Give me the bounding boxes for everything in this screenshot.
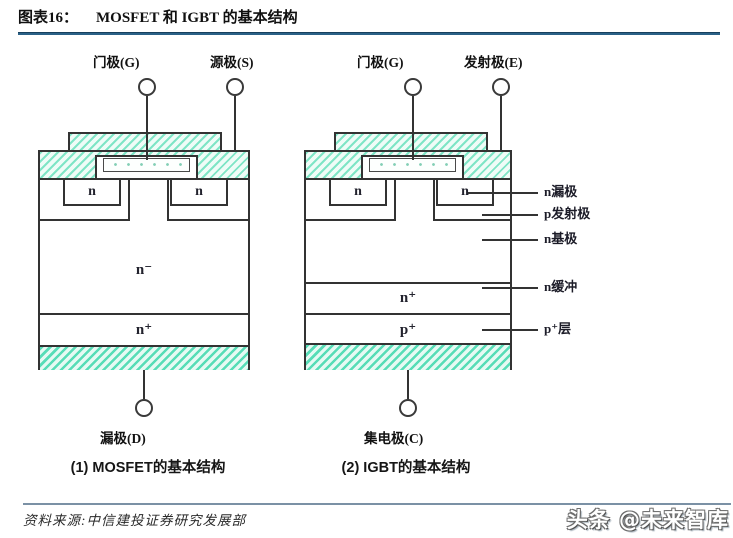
igbt-gate-wire bbox=[412, 96, 414, 158]
mosfet-nplus-top-line bbox=[40, 313, 248, 315]
mosfet-source-terminal-circle bbox=[226, 78, 244, 96]
footer-rule bbox=[23, 503, 731, 505]
annotation-p-plus-layer: p⁺层 bbox=[544, 321, 572, 336]
igbt-gate-terminal-circle bbox=[404, 78, 422, 96]
mosfet-pwell-left-bottom bbox=[40, 219, 130, 221]
mosfet-drain-metal bbox=[40, 345, 248, 370]
igbt-n-right-label: n bbox=[461, 184, 469, 199]
mosfet-source-wire bbox=[234, 96, 236, 152]
igbt-pwell-right-wall bbox=[433, 180, 435, 219]
igbt-pwell-left-bottom bbox=[306, 219, 396, 221]
annotation-n-buffer: n缓冲 bbox=[544, 279, 578, 294]
mosfet-drain-terminal-circle bbox=[135, 399, 153, 417]
mosfet-n-source-region-left: n bbox=[63, 178, 121, 206]
igbt-collector-wire bbox=[407, 370, 409, 399]
igbt-die-body bbox=[304, 178, 512, 370]
mosfet-gate-wire bbox=[146, 96, 148, 158]
title-rule bbox=[18, 32, 720, 35]
igbt-emitter-terminal-circle bbox=[492, 78, 510, 96]
igbt-n-left-label: n bbox=[354, 184, 362, 199]
igbt-collector-terminal-circle bbox=[399, 399, 417, 417]
igbt-pwell-right-bottom bbox=[433, 219, 510, 221]
leader-line-p-plus-layer bbox=[482, 329, 538, 331]
mosfet-die-body bbox=[38, 178, 250, 370]
igbt-collector-terminal-label: 集电极(C) bbox=[364, 431, 424, 446]
mosfet-source-terminal-label: 源极(S) bbox=[210, 55, 254, 70]
igbt-collector-metal bbox=[306, 343, 510, 370]
toutiao-watermark: 头条 @未来智库 bbox=[566, 508, 729, 532]
leader-line-p-emitter bbox=[482, 214, 538, 216]
figure-number: 图表16： bbox=[18, 10, 79, 26]
figure-title: MOSFET 和 IGBT 的基本结构 bbox=[96, 10, 298, 26]
mosfet-n-plus-label: n⁺ bbox=[135, 322, 153, 338]
igbt-emitter-wire bbox=[500, 96, 502, 152]
igbt-nbuffer-top-line bbox=[306, 282, 510, 284]
igbt-gate-terminal-label: 门极(G) bbox=[357, 55, 404, 70]
mosfet-gate-terminal-circle bbox=[138, 78, 156, 96]
annotation-p-emitter: p发射极 bbox=[544, 206, 591, 221]
igbt-caption: (2) IGBT的基本结构 bbox=[341, 460, 471, 476]
mosfet-caption: (1) MOSFET的基本结构 bbox=[70, 460, 226, 476]
mosfet-n-right-label: n bbox=[195, 184, 203, 199]
mosfet-gate-terminal-label: 门极(G) bbox=[93, 55, 140, 70]
igbt-pplus-top-line bbox=[306, 313, 510, 315]
mosfet-pwell-right-wall bbox=[167, 180, 169, 219]
igbt-gate-electrode bbox=[369, 158, 456, 172]
igbt-n-plus-label: n⁺ bbox=[399, 290, 417, 306]
leader-line-n-base bbox=[482, 239, 538, 241]
igbt-emitter-terminal-label: 发射极(E) bbox=[464, 55, 523, 70]
mosfet-drain-terminal-label: 漏极(D) bbox=[100, 431, 146, 446]
mosfet-n-source-region-right: n bbox=[170, 178, 228, 206]
igbt-p-plus-label: p⁺ bbox=[399, 322, 417, 338]
igbt-metal-cap bbox=[334, 132, 488, 152]
mosfet-metal-cap bbox=[68, 132, 222, 152]
leader-line-n-buffer bbox=[482, 287, 538, 289]
mosfet-pwell-right-bottom bbox=[167, 219, 248, 221]
mosfet-drain-wire bbox=[143, 370, 145, 399]
mosfet-gate-electrode bbox=[103, 158, 190, 172]
leader-line-n-drain bbox=[468, 192, 538, 194]
igbt-n-region-left: n bbox=[329, 178, 387, 206]
mosfet-n-left-label: n bbox=[88, 184, 96, 199]
igbt-pwell-left-wall bbox=[394, 180, 396, 219]
annotation-n-drain: n漏极 bbox=[544, 184, 578, 199]
igbt-gate-wire-through-metal bbox=[412, 132, 414, 160]
mosfet-n-minus-label: n⁻ bbox=[135, 262, 153, 278]
annotation-n-base: n基极 bbox=[544, 231, 578, 246]
figure-header: 图表16： MOSFET 和 IGBT 的基本结构 bbox=[18, 6, 298, 27]
mosfet-gate-wire-through-metal bbox=[146, 132, 148, 160]
mosfet-pwell-left-wall bbox=[128, 180, 130, 219]
source-attribution: 资料来源:中信建投证券研究发展部 bbox=[23, 513, 246, 528]
